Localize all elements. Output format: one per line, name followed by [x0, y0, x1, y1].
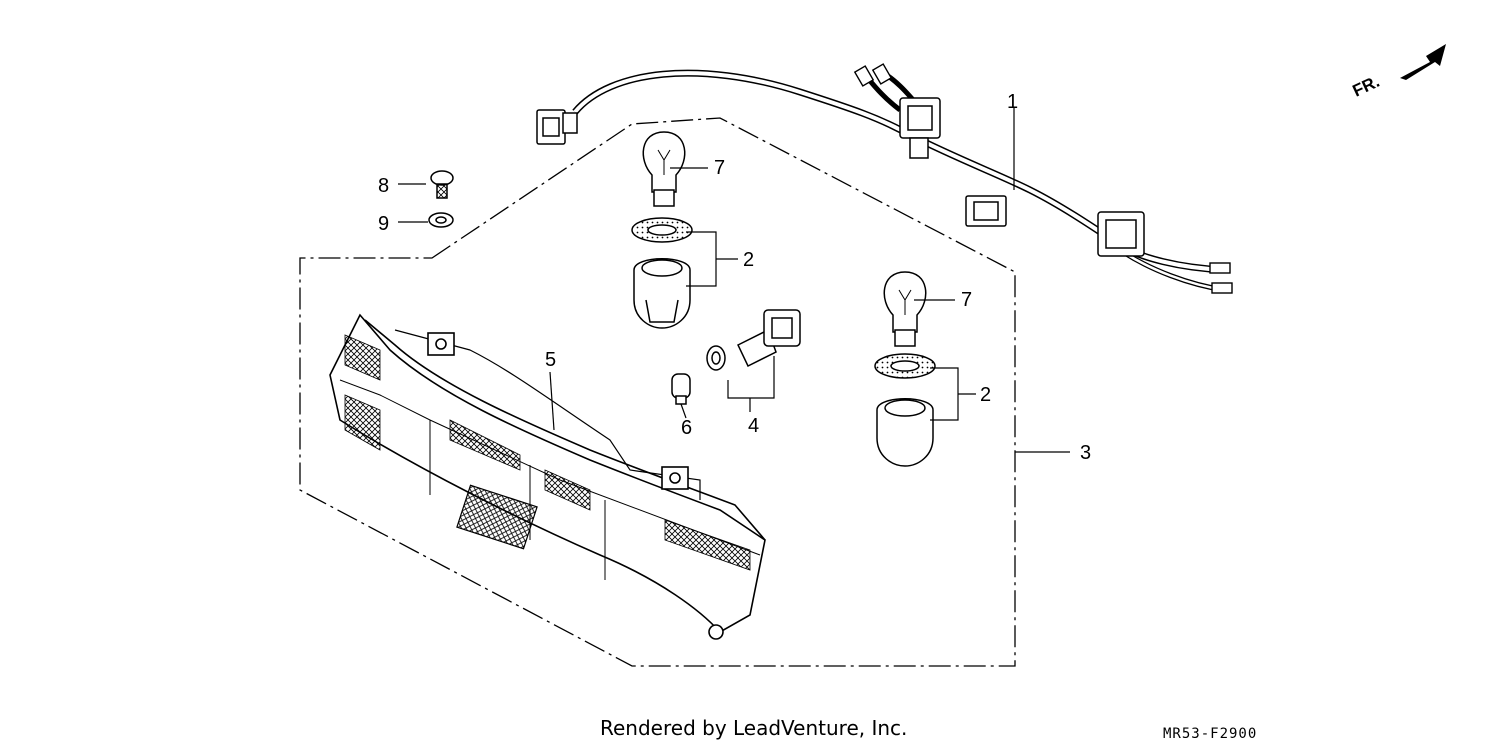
- harness-connector-left: [536, 109, 578, 145]
- footer-credit: Rendered by LeadVenture, Inc.: [600, 716, 908, 740]
- bulb-upper: [642, 131, 686, 207]
- washer: [428, 212, 454, 228]
- leader-lines: [398, 108, 1070, 453]
- callout-6: 6: [681, 417, 692, 439]
- tail-lamp-lens: [329, 313, 766, 640]
- wedge-bulb: [671, 373, 691, 405]
- callout-5: 5: [545, 349, 556, 371]
- screw: [430, 170, 454, 199]
- callout-3: 3: [1080, 442, 1091, 464]
- front-label: FR.: [1350, 72, 1383, 101]
- bulb-right: [883, 271, 927, 347]
- callout-8: 8: [378, 175, 389, 197]
- harness-connector-middle: [965, 195, 1007, 227]
- socket-assembly-right: [874, 353, 936, 467]
- callout-9: 9: [378, 213, 389, 235]
- callout-1: 1: [1007, 91, 1018, 113]
- small-socket-assembly: [706, 309, 801, 371]
- diagram-code: MR53-F2900: [1163, 726, 1258, 742]
- socket-assembly-upper: [631, 217, 693, 329]
- callout-4: 4: [748, 415, 759, 437]
- assembly-boundary: [299, 117, 1016, 667]
- harness-connector-upper: [899, 97, 941, 159]
- callout-2-upper: 2: [743, 249, 754, 271]
- front-direction-arrow: FR.: [1350, 44, 1446, 101]
- callout-7-upper: 7: [714, 157, 725, 179]
- callout-7-right: 7: [961, 289, 972, 311]
- callout-2-right: 2: [980, 384, 991, 406]
- harness-connector-right: [1097, 211, 1145, 257]
